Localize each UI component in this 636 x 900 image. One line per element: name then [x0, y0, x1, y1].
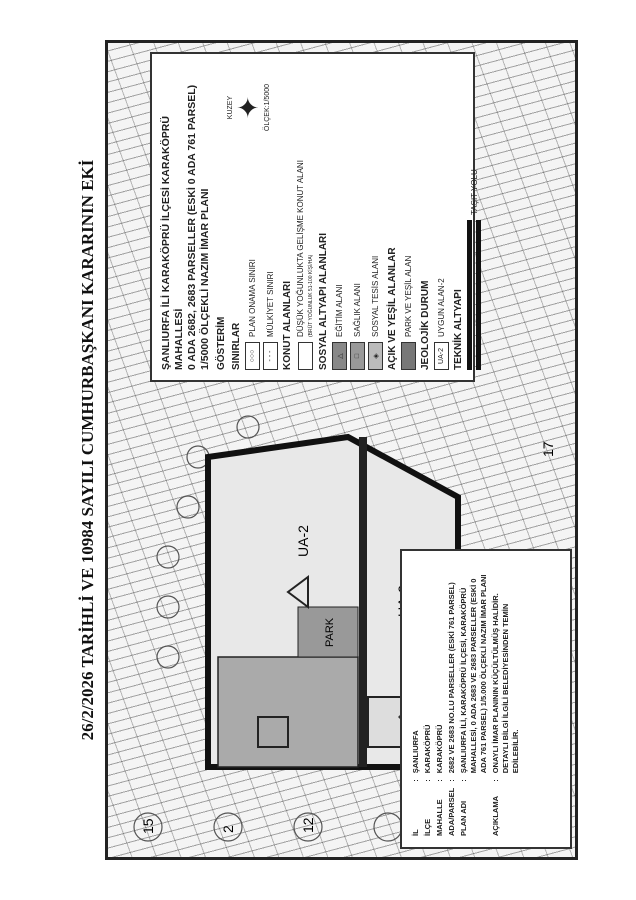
legend-item: TAŞIT YOLU: [469, 169, 479, 215]
road-swatch: [467, 220, 481, 370]
legend-gosterim: GÖSTERİM: [216, 316, 227, 370]
park-swatch: [401, 342, 416, 370]
legend-box: ŞANLIURFA İLİ KARAKÖPRÜ İLÇESİ KARAKÖPRÜ…: [150, 52, 481, 382]
info-key: MAHALLE: [435, 799, 444, 836]
grid-number: 17: [540, 441, 556, 457]
housing-swatch: [297, 342, 313, 370]
education-health-area: [217, 656, 359, 768]
legend-item: UYGUN ALAN-2: [437, 278, 446, 337]
legend-section: TEKNİK ALTYAPI: [453, 289, 464, 370]
map-frame: UA-2 UA-2 PARK 15 2 12 17 ŞANLIURFA İLİ …: [105, 40, 578, 860]
compass-icon: ✦: [233, 95, 264, 120]
info-value: 2682 VE 2683 NO.LU PARSELLER (ESKİ 761 P…: [447, 582, 456, 774]
north-arrow: KUZEY ✦ ÖLÇEK:1/5000: [227, 84, 271, 131]
info-key: AÇIKLAMA: [491, 796, 500, 836]
plan-boundary-swatch: ○○○: [245, 342, 260, 370]
legend-item: EĞİTİM ALANI: [335, 284, 344, 337]
geology-swatch: UA-2: [434, 342, 449, 370]
info-value: ONAYLI İMAR PLANININ KÜÇÜLTÜLMÜŞ HALİDİR…: [491, 593, 520, 774]
legend-item: DÜŞÜK YOĞUNLUKTA GELİŞME KONUT ALANI: [296, 160, 305, 337]
legend-item: SOSYAL TESİS ALANI: [371, 255, 380, 337]
legend-section: SOSYAL ALTYAPI ALANLARI: [318, 232, 329, 370]
park-label: PARK: [324, 617, 336, 647]
legend-item: PLAN ONAMA SINIRI: [248, 259, 257, 337]
ownership-boundary-swatch: - - -: [263, 342, 278, 370]
map-circle: [133, 812, 163, 842]
info-key: İL: [411, 829, 420, 836]
legend-section: KONUT ALANLARI: [282, 280, 293, 370]
legend-item: PARK VE YEŞİL ALAN: [404, 255, 413, 337]
legend-heading: 1/5000 ÖLÇEKLİ NAZIM İMAR PLANI: [199, 188, 211, 370]
health-swatch: □: [350, 342, 365, 370]
ua-label: UA-2: [295, 525, 311, 557]
info-value: ŞANLIURFA İLİ, KARAKÖPRÜ İLÇESİ, KARAKÖP…: [459, 574, 488, 774]
legend-heading: ŞANLIURFA İLİ KARAKÖPRÜ İLÇESİ KARAKÖPRÜ…: [160, 116, 185, 370]
info-key: İLÇE: [423, 818, 432, 836]
legend-heading: 0 ADA 2682, 2683 PARSELLER (ESKİ 0 ADA 7…: [186, 84, 198, 370]
scale-label: ÖLÇEK:1/5000: [264, 84, 271, 132]
education-swatch: △: [332, 342, 347, 370]
info-key: PLAN ADI: [459, 800, 468, 836]
health-symbol: [257, 716, 289, 748]
grid-number: 2: [220, 825, 236, 833]
park-area: [297, 606, 359, 658]
legend-item: SAĞLIK ALANI: [353, 283, 362, 337]
legend-section: JEOLOJİK DURUM: [420, 280, 431, 370]
info-key: ADA/PARSEL: [447, 787, 456, 836]
grid-number: 12: [300, 817, 316, 833]
legend-item: MÜLKİYET SINIRI: [266, 271, 275, 337]
info-box: İL:ŞANLIURFA İLÇE:KARAKÖPRÜ MAHALLE:KARA…: [400, 549, 572, 849]
legend-section: AÇIK VE YEŞİL ALANLAR: [387, 247, 398, 370]
legend-note: (BRÜT YOĞUNLUK 51-100 KİŞİ/HA): [308, 254, 314, 337]
education-symbol: [286, 575, 309, 609]
document-title: 26/2/2026 TARİHLİ VE 10984 SAYILI CUMHUR…: [78, 159, 97, 741]
info-value: KARAKÖPRÜ: [435, 724, 444, 774]
info-value: ŞANLIURFA: [411, 730, 420, 774]
grid-number: 15: [140, 818, 156, 834]
social-facility-swatch: ◈: [368, 342, 383, 370]
info-value: KARAKÖPRÜ: [423, 724, 432, 774]
